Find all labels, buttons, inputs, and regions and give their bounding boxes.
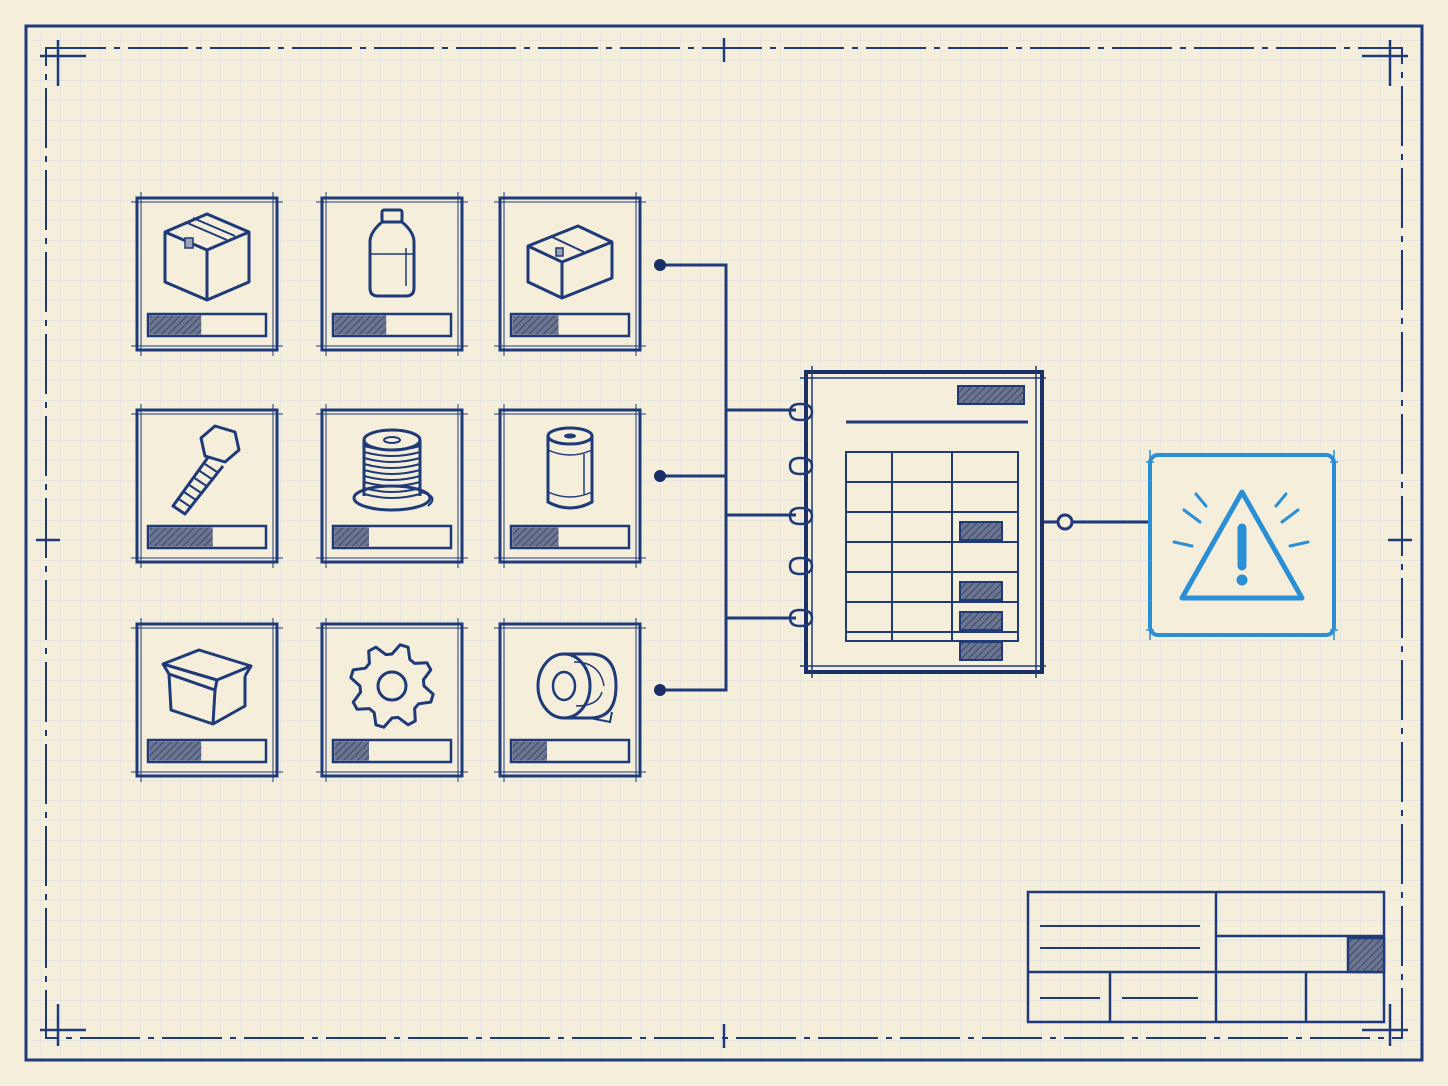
- gear-icon: [349, 643, 435, 729]
- stock-bar: [146, 312, 268, 338]
- ledger-icon: [788, 366, 1046, 678]
- inventory-grid: [131, 192, 646, 782]
- stock-bar: [331, 524, 453, 550]
- flagged-cell: [959, 581, 1003, 601]
- binder-ring: [788, 402, 814, 422]
- stock-bar: [509, 738, 631, 764]
- stock-bar-fill: [334, 315, 387, 335]
- tile-sketch-lines: [131, 404, 283, 568]
- tile-sketch-lines: [316, 618, 468, 782]
- inventory-tile-can: [494, 404, 646, 568]
- tile-sketch-lines: [131, 618, 283, 782]
- inventory-tile-wire-spool: [316, 404, 468, 568]
- tape-icon: [536, 652, 618, 724]
- tile-sketch-lines: [494, 404, 646, 568]
- box-flat-icon: [526, 224, 614, 300]
- binder-ring: [788, 456, 814, 476]
- tile-sketch-lines: [316, 404, 468, 568]
- inventory-tile-box-flat: [494, 192, 646, 356]
- flagged-cell: [959, 521, 1003, 541]
- stock-bar-fill: [334, 527, 369, 547]
- connector-nodes: [654, 259, 666, 696]
- stock-bar-fill: [512, 315, 559, 335]
- tile-sketch-lines: [494, 192, 646, 356]
- stock-bar: [146, 738, 268, 764]
- stock-bar: [509, 312, 631, 338]
- flagged-cell: [959, 641, 1003, 661]
- bolt-icon: [171, 424, 241, 516]
- stock-bar: [331, 738, 453, 764]
- stock-bar-fill: [512, 741, 547, 761]
- inventory-tile-box-closed: [131, 192, 283, 356]
- inventory-tile-bottle: [316, 192, 468, 356]
- stock-bar-fill: [334, 741, 369, 761]
- title-block: [1026, 890, 1386, 1024]
- inventory-tile-open-crate: [131, 618, 283, 782]
- binder-ring: [788, 506, 814, 526]
- stock-bar: [331, 312, 453, 338]
- spool-icon: [352, 428, 434, 512]
- tile-sketch-lines: [494, 618, 646, 782]
- bottle-icon: [368, 208, 416, 298]
- tile-sketch-lines: [316, 192, 468, 356]
- connector-lines: [660, 263, 1150, 692]
- can-icon: [546, 426, 594, 510]
- stock-bar-fill: [149, 527, 213, 547]
- stock-bar-fill: [149, 315, 202, 335]
- output-node: [1056, 513, 1074, 531]
- inventory-tile-gear: [316, 618, 468, 782]
- flagged-cell: [959, 611, 1003, 631]
- binder-ring: [788, 608, 814, 628]
- tile-sketch-lines: [131, 192, 283, 356]
- inventory-tile-tape-roll: [494, 618, 646, 782]
- stock-bar: [509, 524, 631, 550]
- box-icon: [163, 212, 251, 302]
- stock-bar-fill: [149, 741, 202, 761]
- binder-ring: [788, 556, 814, 576]
- inventory-tile-bolt: [131, 404, 283, 568]
- drawing-frame: [24, 24, 1424, 1062]
- crate-icon: [161, 648, 253, 726]
- stock-bar-fill: [512, 527, 559, 547]
- stock-bar: [146, 524, 268, 550]
- warning-icon: [1146, 450, 1338, 640]
